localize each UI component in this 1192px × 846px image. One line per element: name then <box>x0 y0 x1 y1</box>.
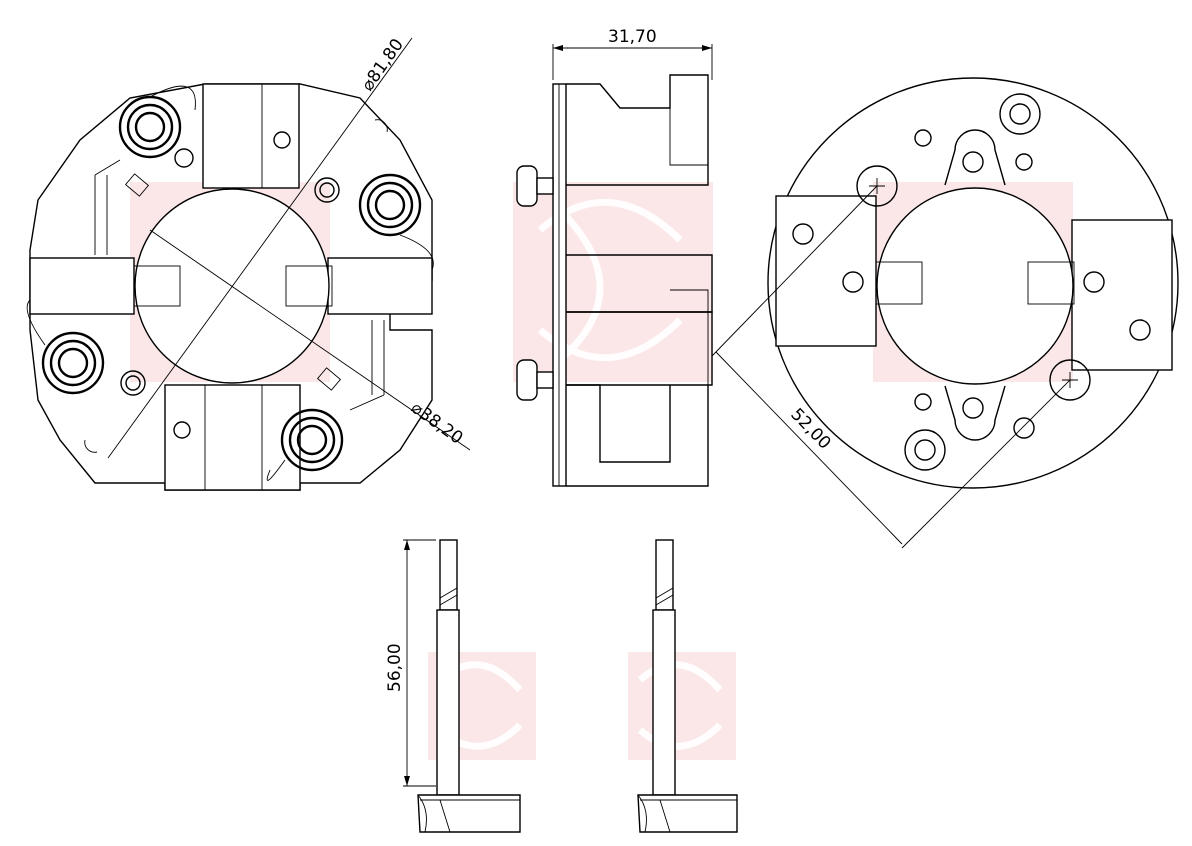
watermark-logo-brush-right <box>628 652 736 760</box>
back-plate-outline <box>767 77 1179 489</box>
spring-top-right <box>358 173 434 271</box>
spring-top-left <box>118 85 196 159</box>
dim-line-outer-diameter <box>107 37 413 459</box>
brush-right <box>637 539 738 833</box>
back-view: 52,00 <box>711 77 1179 549</box>
front-view: ⌀81,80 ⌀38,20 <box>26 35 471 491</box>
dim-brush-length: 56,00 <box>385 643 405 692</box>
brush-left: 56,00 <box>385 539 521 833</box>
screw-top <box>856 165 898 207</box>
brush-box-left <box>29 257 135 315</box>
watermark-logo-side <box>513 182 713 382</box>
rivet-top <box>516 165 538 207</box>
brush-box-top <box>202 83 300 189</box>
side-view: 31,70 <box>516 27 713 487</box>
dim-outer-diameter: ⌀81,80 <box>358 35 408 95</box>
dim-line-inner-diameter <box>149 229 471 451</box>
spring-bottom-left <box>26 299 105 395</box>
dim-height: 31,70 <box>608 27 657 47</box>
brush-box-bottom <box>164 384 301 491</box>
dim-hole-spacing: 52,00 <box>786 405 834 454</box>
spring-bottom-right <box>266 408 344 481</box>
dim-line-hole-spacing <box>715 351 903 545</box>
rivet-bottom <box>516 359 538 401</box>
screw-bottom <box>1049 359 1091 401</box>
back-commutator-opening <box>876 187 1074 385</box>
side-plate <box>552 83 567 487</box>
dim-inner-diameter: ⌀38,20 <box>407 398 466 449</box>
brush-box-right <box>327 257 433 315</box>
